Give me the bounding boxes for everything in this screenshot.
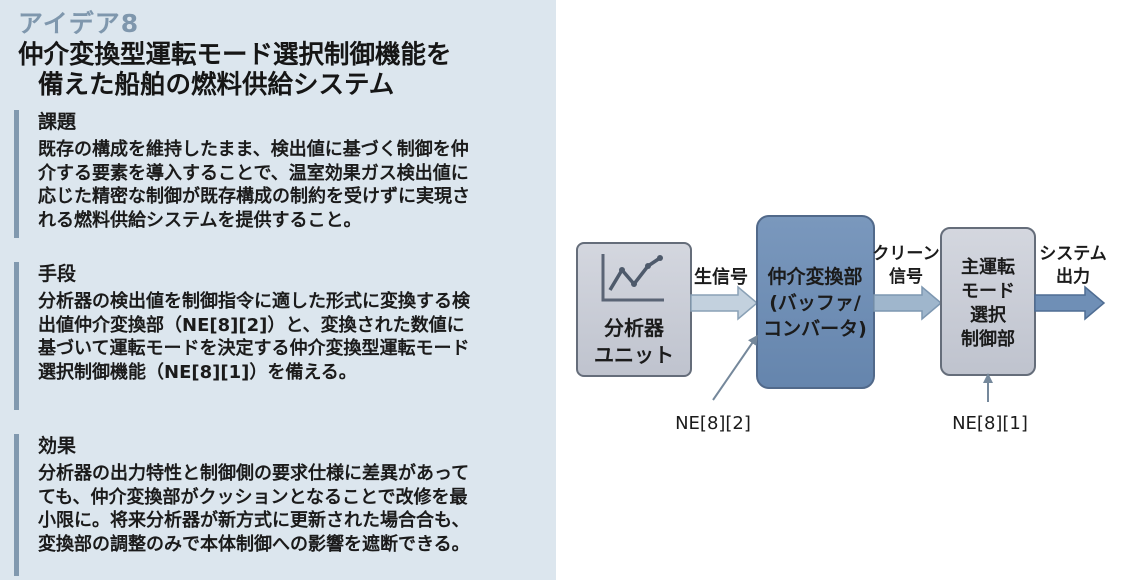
converter-box: 仲介変換部 (バッファ/ コンバータ) bbox=[756, 215, 875, 389]
section-heading: 手段 bbox=[38, 263, 77, 285]
analyzer-label-line1: 分析器 bbox=[604, 316, 665, 340]
body-line: 選択制御機能（NE[8][1]）を備える。 bbox=[38, 361, 357, 383]
raw-signal-arrow bbox=[690, 285, 759, 321]
section-accent-bar bbox=[14, 262, 19, 410]
body-line: 分析器の検出値を制御指令に適した形式に変換する検 bbox=[38, 291, 470, 312]
chart-line-icon bbox=[601, 254, 664, 302]
section-means: 手段 分析器の検出値を制御指令に適した形式に変換する検 出値仲介変換部（NE[8… bbox=[14, 262, 544, 410]
body-line: 出値仲介変換部（NE[8][2]）と、変換された数値に bbox=[38, 314, 465, 336]
selector-label-line4: 制御部 bbox=[961, 328, 1015, 350]
main-title-line1: 仲介変換型運転モード選択制御機能を bbox=[18, 40, 452, 70]
analyzer-unit-box: 分析器 ユニット bbox=[576, 242, 692, 377]
raw-signal-label: 生信号 bbox=[694, 266, 748, 288]
body-line: 基づいて運転モードを決定する仲介変換型運転モード bbox=[38, 338, 470, 360]
body-line: れる燃料供給システムを提供すること。 bbox=[38, 209, 362, 231]
ne-converter-pointer bbox=[712, 334, 758, 401]
selector-label-line2: モード bbox=[961, 281, 1015, 302]
clean-signal-label-line2: 信号 bbox=[889, 266, 923, 287]
section-heading: 効果 bbox=[38, 435, 77, 457]
body-line: 変換部の調整のみで本体制御への影響を遮断できる。 bbox=[38, 533, 470, 555]
section-accent-bar bbox=[14, 110, 19, 238]
system-output-label-line2: 出力 bbox=[1056, 266, 1090, 287]
main-title-line2: 備えた船舶の燃料供給システム bbox=[38, 70, 395, 100]
section-body: 分析器の検出値を制御指令に適した形式に変換する検 出値仲介変換部（NE[8][2… bbox=[38, 290, 543, 384]
body-line: 分析器の出力特性と制御側の要求仕様に差異があって bbox=[38, 463, 470, 484]
section-body: 分析器の出力特性と制御側の要求仕様に差異があって ても、仲介変換部がクッションと… bbox=[38, 462, 543, 556]
converter-label-line2: (バッファ/ bbox=[769, 292, 861, 314]
converter-label-line1: 仲介変換部 bbox=[767, 265, 862, 288]
clean-signal-label-line1: クリーン bbox=[872, 244, 939, 264]
section-heading: 課題 bbox=[38, 111, 77, 133]
ne-selector-label: NE[8][1] bbox=[952, 413, 1028, 434]
idea-label: アイデア8 bbox=[18, 9, 140, 38]
body-line: ても、仲介変換部がクッションとなることで改修を最 bbox=[38, 486, 468, 508]
ne-converter-label: NE[8][2] bbox=[675, 413, 751, 434]
body-line: 小限に。将来分析器が新方式に更新された場合合も、 bbox=[38, 510, 470, 532]
system-output-label-line1: システム bbox=[1039, 244, 1107, 264]
converter-label-line3: コンバータ) bbox=[763, 318, 867, 340]
description-panel: アイデア8 仲介変換型運転モード選択制御機能を 備えた船舶の燃料供給システム 課… bbox=[0, 0, 556, 580]
section-effect: 効果 分析器の出力特性と制御側の要求仕様に差異があって ても、仲介変換部がクッシ… bbox=[14, 434, 544, 576]
body-line: 介する要素を導入することで、温室効果ガス検出値に bbox=[38, 162, 469, 184]
mode-selector-box: 主運転 モード 選択 制御部 bbox=[940, 227, 1036, 376]
selector-label-line3: 選択 bbox=[970, 305, 1007, 326]
section-accent-bar bbox=[14, 434, 19, 576]
section-body: 既存の構成を維持したまま、検出値に基づく制御を仲 介する要素を導入することで、温… bbox=[38, 138, 543, 232]
body-line: 応じた精密な制御が既存構成の制約を受けずに実現さ bbox=[38, 186, 470, 208]
clean-signal-arrow bbox=[873, 285, 943, 321]
section-problem: 課題 既存の構成を維持したまま、検出値に基づく制御を仲 介する要素を導入すること… bbox=[14, 110, 544, 238]
system-output-arrow bbox=[1034, 285, 1106, 321]
selector-label-line1: 主運転 bbox=[961, 256, 1015, 278]
analyzer-label-line2: ユニット bbox=[594, 343, 674, 367]
body-line: 既存の構成を維持したまま、検出値に基づく制御を仲 bbox=[38, 139, 469, 160]
main-title: 仲介変換型運転モード選択制御機能を 備えた船舶の燃料供給システム bbox=[18, 40, 548, 100]
